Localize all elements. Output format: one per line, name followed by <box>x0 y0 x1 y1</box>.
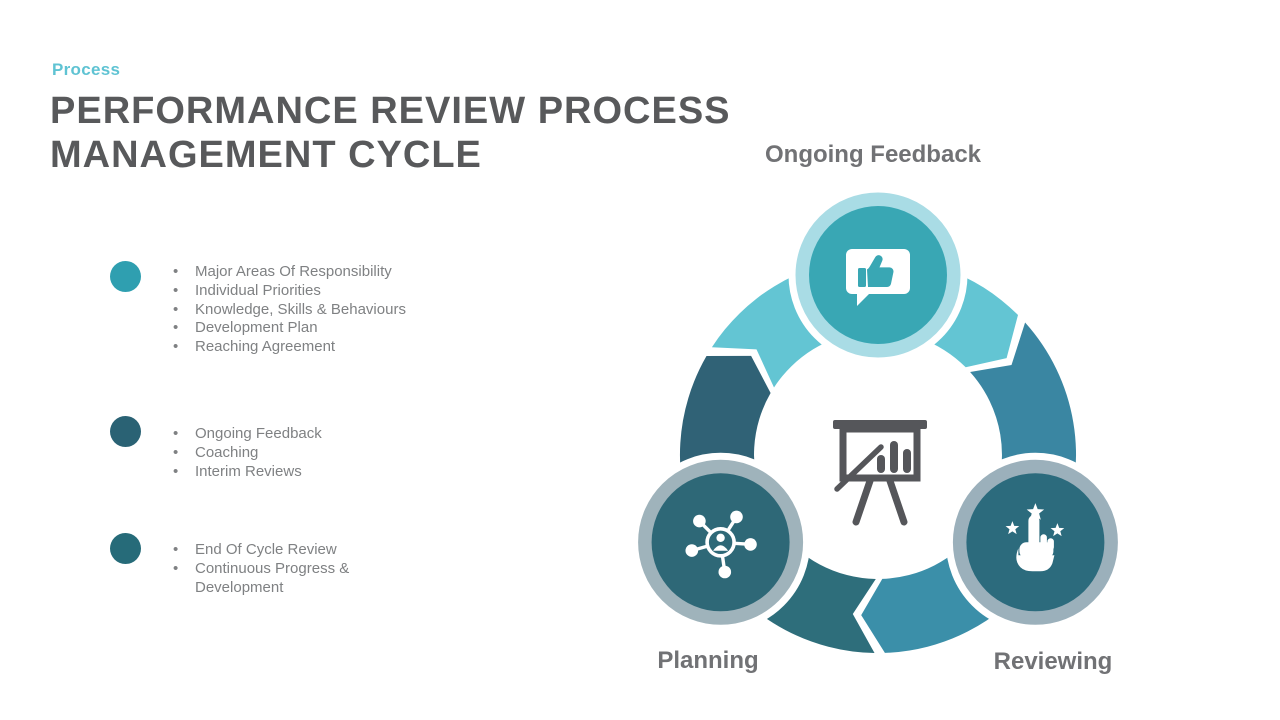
bullet-group-dot <box>110 261 141 292</box>
node-label-ongoing-feedback: Ongoing Feedback <box>765 141 982 168</box>
bullet-item: End Of Cycle Review <box>165 541 425 560</box>
bullet-list: Major Areas Of ResponsibilityIndividual … <box>165 263 425 357</box>
cycle-node-ongoing-feedback <box>788 185 968 365</box>
cycle-node-reviewing <box>945 452 1125 632</box>
cycle-node-planning <box>631 452 811 632</box>
bullet-item: Major Areas Of Responsibility <box>165 263 425 282</box>
bullet-item: Individual Priorities <box>165 282 425 301</box>
bullet-list: Ongoing FeedbackCoachingInterim Reviews <box>165 425 425 481</box>
bullet-group: Ongoing FeedbackCoachingInterim Reviews <box>110 416 425 481</box>
bullet-item: Coaching <box>165 444 425 463</box>
bullet-item: Continuous Progress & Development <box>165 560 425 598</box>
bullet-group: End Of Cycle ReviewContinuous Progress &… <box>110 533 425 597</box>
node-label-reviewing: Reviewing <box>994 648 1113 675</box>
bullet-item: Reaching Agreement <box>165 338 425 357</box>
eyebrow-label: Process <box>52 60 121 79</box>
bullet-item: Ongoing Feedback <box>165 425 425 444</box>
page-title: PERFORMANCE REVIEW PROCESS MANAGEMENT CY… <box>50 90 731 176</box>
bullet-group-dot <box>110 533 141 564</box>
node-circle-planning <box>651 473 790 612</box>
node-label-planning: Planning <box>657 647 758 674</box>
bullet-group: Major Areas Of ResponsibilityIndividual … <box>110 261 425 357</box>
bullet-list: End Of Cycle ReviewContinuous Progress &… <box>165 541 425 597</box>
bullet-group-dot <box>110 416 141 447</box>
bullet-item: Knowledge, Skills & Behaviours <box>165 301 425 320</box>
center-icon <box>833 420 927 522</box>
bullet-item: Interim Reviews <box>165 463 425 482</box>
bullet-item: Development Plan <box>165 319 425 338</box>
arc-bottom-right <box>861 531 1034 653</box>
